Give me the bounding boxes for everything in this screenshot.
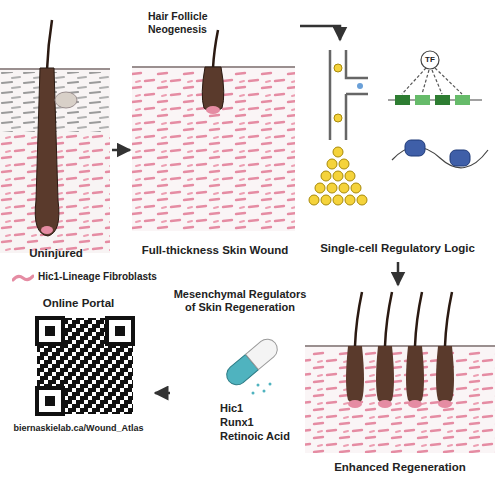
new-follicle xyxy=(202,67,224,112)
microfluidic-channel xyxy=(330,50,368,140)
skin-block xyxy=(305,345,495,453)
qr-modules xyxy=(37,318,133,414)
epidermis xyxy=(0,68,110,70)
qr-finders xyxy=(37,318,133,414)
gene-boxes xyxy=(395,95,470,105)
hair-follicle xyxy=(35,68,59,236)
legend: Hic1-Lineage Fibroblasts xyxy=(8,268,158,288)
panel-uninjured: Uninjured xyxy=(0,35,112,267)
hair-follicles xyxy=(346,292,454,408)
panel-regulators: Mesenchymal Regulators of Skin Regenerat… xyxy=(170,288,310,450)
regulator-name: Runx1 xyxy=(220,416,310,429)
legend-sample xyxy=(12,272,34,284)
hair-shaft xyxy=(213,30,218,68)
panel-label: Single-cell Regulatory Logic xyxy=(300,242,495,256)
regulator-name: Hic1 xyxy=(220,402,310,415)
panel-label: Full-thickness Skin Wound xyxy=(130,244,300,258)
panel-label: Enhanced Regeneration xyxy=(305,461,495,475)
skin-block xyxy=(132,66,295,231)
flow-arrow xyxy=(155,392,170,395)
sebaceous-gland xyxy=(55,92,77,108)
annotation: Hair Follicle Neogenesis xyxy=(148,10,228,35)
nucleosomes xyxy=(405,140,470,166)
cell xyxy=(334,114,342,122)
panel-portal: Online Portal biernaskielab.ca/Wound_Atla… xyxy=(2,297,155,447)
tf-label: TF xyxy=(420,55,440,65)
panel-label: Uninjured xyxy=(0,247,112,261)
dermal-papilla xyxy=(206,106,220,114)
cell xyxy=(334,64,342,72)
qr-code xyxy=(35,316,135,416)
panel-single-cell: Single-cell Regulatory Logic TF xyxy=(300,40,495,262)
bead xyxy=(357,83,363,89)
panel-enhanced: Enhanced Regeneration xyxy=(305,285,495,480)
tf-circle: TF xyxy=(420,50,440,70)
skin-block xyxy=(0,68,110,253)
regulator-name: Retinoic Acid xyxy=(220,430,310,443)
capsule xyxy=(223,335,282,389)
legend-text: Hic1-Lineage Fibroblasts xyxy=(38,271,168,283)
panel-wound: Hair Follicle NeogenesisFull-thickness S… xyxy=(130,8,300,266)
regen-dermis xyxy=(305,350,495,453)
flow-arrow xyxy=(112,149,130,152)
pill-dots xyxy=(252,383,272,395)
flow-arrow xyxy=(300,26,340,40)
url-link: biernaskielab.ca/Wound_Atlas xyxy=(2,423,155,434)
hair-shaft xyxy=(47,20,52,70)
dermal-papilla xyxy=(41,226,53,234)
epidermis xyxy=(305,345,495,347)
panel-label: Online Portal xyxy=(2,297,155,311)
cell-pile xyxy=(309,147,367,205)
panel-label: Mesenchymal Regulators of Skin Regenerat… xyxy=(170,288,310,314)
flow-arrow xyxy=(397,262,400,285)
regulation-lines xyxy=(402,68,462,94)
